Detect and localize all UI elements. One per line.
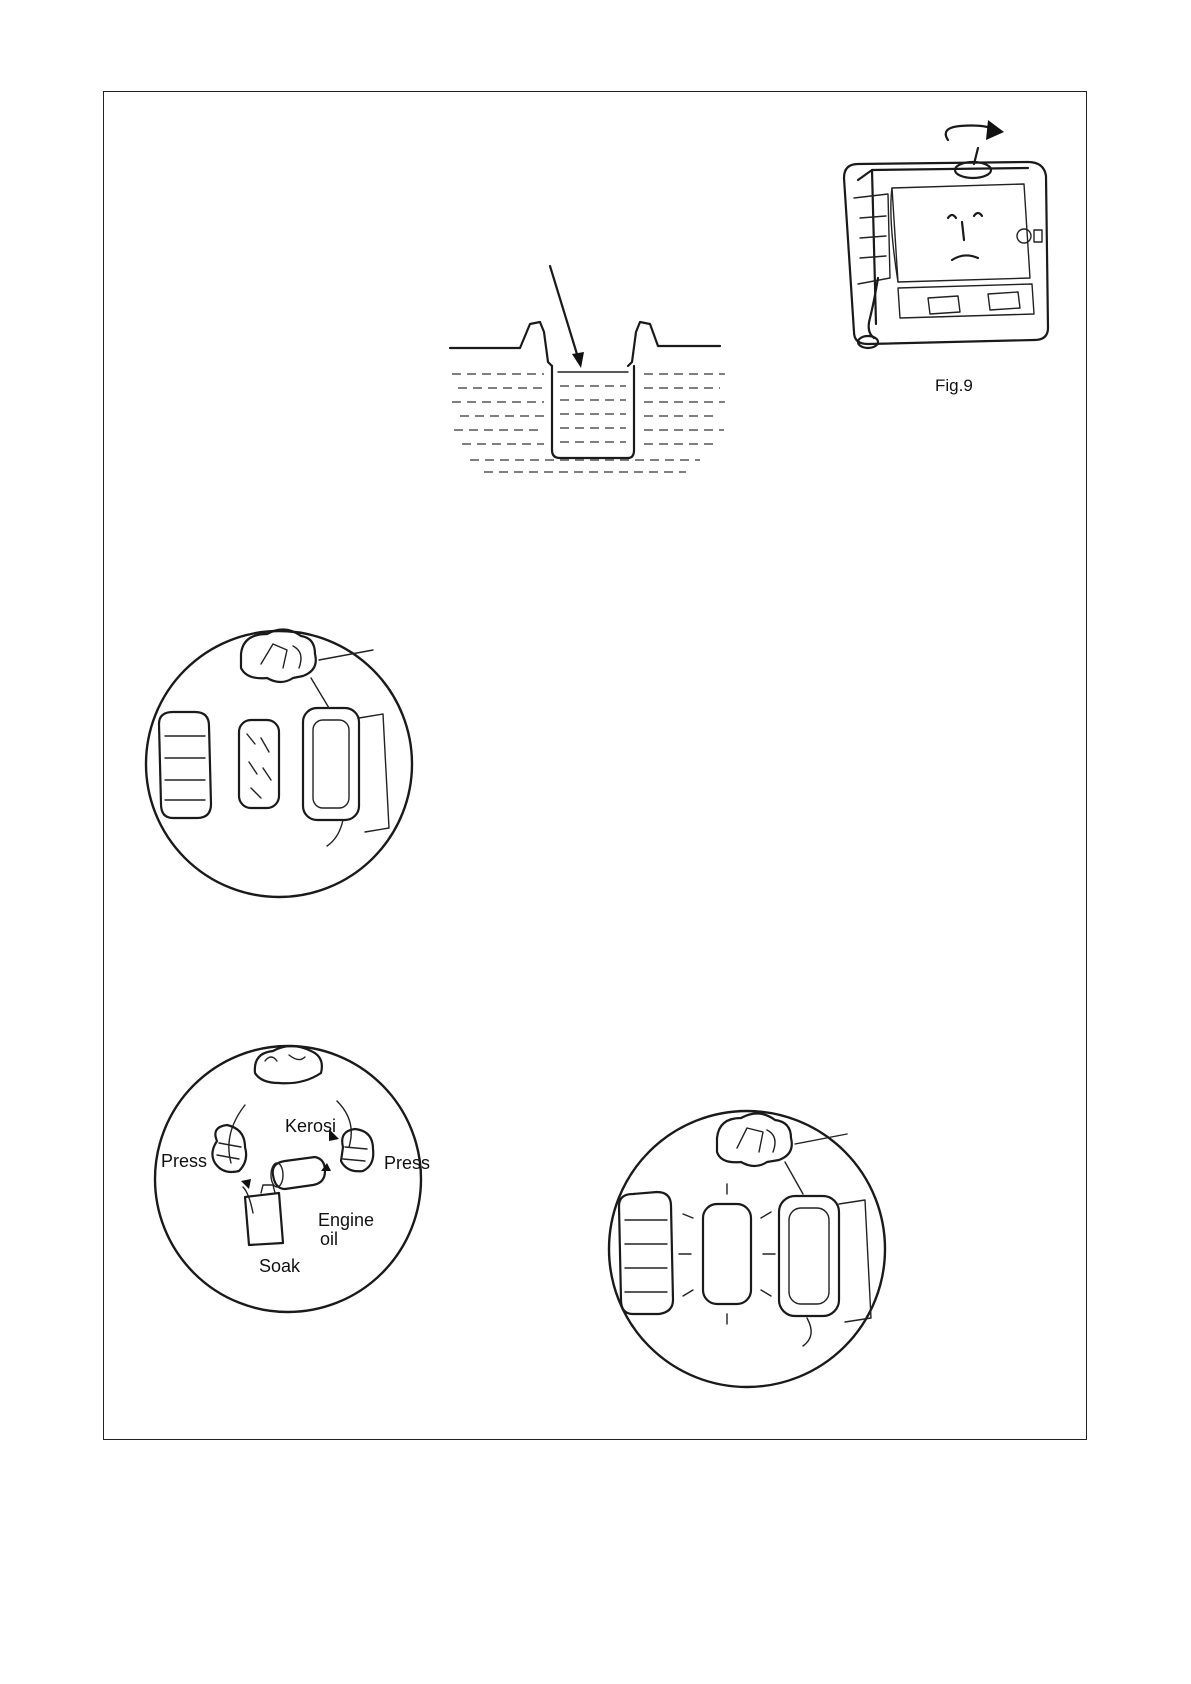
fig9-caption: Fig.9	[935, 376, 973, 396]
air-filter-install-icon	[607, 1108, 887, 1390]
label-engine: Engine	[318, 1210, 374, 1231]
oil-filler-level-icon	[440, 262, 730, 477]
label-press-right: Press	[384, 1153, 430, 1174]
generator-icon	[828, 118, 1078, 368]
label-soak: Soak	[259, 1256, 300, 1277]
air-filter-removal-icon	[143, 628, 415, 900]
label-oil: oil	[320, 1229, 338, 1250]
label-press-left: Press	[161, 1151, 207, 1172]
label-kerosene: Kerosi	[285, 1116, 336, 1137]
